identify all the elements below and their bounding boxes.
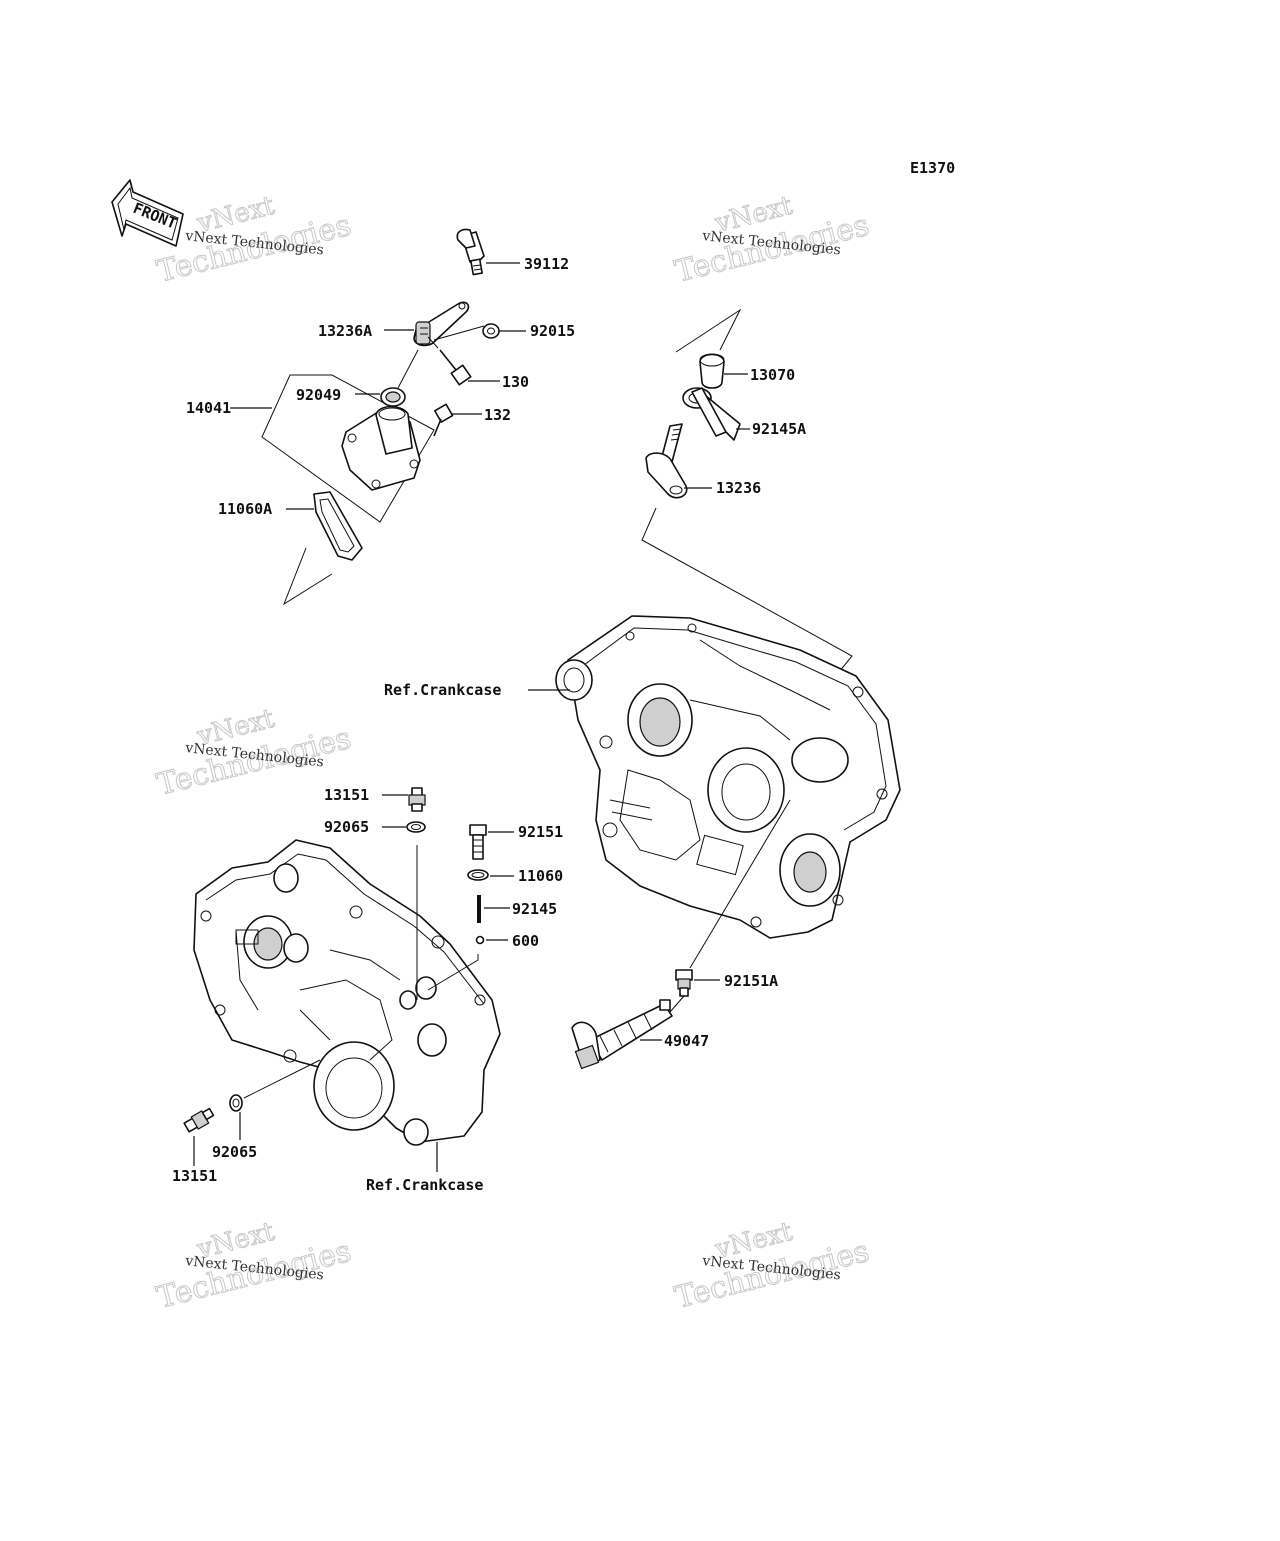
label-600: 600 bbox=[512, 932, 539, 950]
label-132: 132 bbox=[484, 406, 511, 424]
label-13236A: 13236A bbox=[318, 322, 372, 340]
part-13236A-shift-lever bbox=[413, 301, 470, 347]
part-13236-shift-shaft bbox=[645, 423, 688, 499]
label-13070: 13070 bbox=[750, 366, 795, 384]
label-92015: 92015 bbox=[530, 322, 575, 340]
label-11060: 11060 bbox=[518, 867, 563, 885]
label-92049: 92049 bbox=[296, 386, 341, 404]
part-92145A-return-spring bbox=[682, 387, 741, 441]
part-14041-cover-assembly bbox=[261, 374, 435, 523]
right-crankcase bbox=[555, 615, 901, 939]
label-92151: 92151 bbox=[518, 823, 563, 841]
part-92151A-plug bbox=[675, 969, 693, 997]
label-49047: 49047 bbox=[664, 1032, 709, 1050]
part-39112-breather-fitting bbox=[456, 228, 485, 276]
part-11060A-gasket bbox=[313, 491, 363, 561]
part-92151-plug bbox=[469, 824, 487, 860]
part-92145-spring bbox=[477, 895, 481, 923]
label-13236: 13236 bbox=[716, 479, 761, 497]
watermark-top-left: vNext Technologies vNext Technologies bbox=[153, 190, 355, 290]
watermark-top-right: vNext Technologies vNext Technologies bbox=[671, 190, 873, 290]
label-13151-top: 13151 bbox=[324, 786, 369, 804]
front-arrow-icon: FRONT bbox=[111, 179, 184, 247]
label-11060A: 11060A bbox=[218, 500, 272, 518]
part-13151-top-switch bbox=[408, 787, 426, 812]
label-92145: 92145 bbox=[512, 900, 557, 918]
part-92015-nut bbox=[482, 323, 500, 339]
part-600-ball bbox=[475, 935, 485, 945]
label-92145A: 92145A bbox=[752, 420, 806, 438]
label-92065-bottom: 92065 bbox=[212, 1143, 257, 1161]
label-14041: 14041 bbox=[186, 399, 231, 417]
watermark-bottom-left: vNext Technologies vNext Technologies bbox=[153, 1216, 355, 1316]
label-39112: 39112 bbox=[524, 255, 569, 273]
diagram-code: E1370 bbox=[910, 159, 955, 177]
label-130: 130 bbox=[502, 373, 529, 391]
part-11060-gasket bbox=[467, 869, 489, 881]
part-13151-bottom-switch bbox=[183, 1107, 215, 1133]
part-92065-bottom-washer bbox=[229, 1094, 243, 1112]
label-ref-crankcase-bottom: Ref.Crankcase bbox=[366, 1176, 483, 1194]
part-92065-top-washer bbox=[406, 821, 426, 833]
label-92151A: 92151A bbox=[724, 972, 778, 990]
watermark-bottom-right: vNext Technologies vNext Technologies bbox=[671, 1216, 873, 1316]
label-92065-top: 92065 bbox=[324, 818, 369, 836]
part-92049-oil-seal bbox=[380, 387, 406, 407]
label-ref-crankcase-top: Ref.Crankcase bbox=[384, 681, 501, 699]
part-13070-bushing bbox=[699, 353, 725, 389]
part-130-bolt bbox=[439, 349, 472, 386]
left-crankcase bbox=[193, 839, 501, 1146]
part-49047-shift-drum bbox=[571, 999, 673, 1070]
part-132-bolt bbox=[433, 403, 454, 437]
label-13151-bottom: 13151 bbox=[172, 1167, 217, 1185]
